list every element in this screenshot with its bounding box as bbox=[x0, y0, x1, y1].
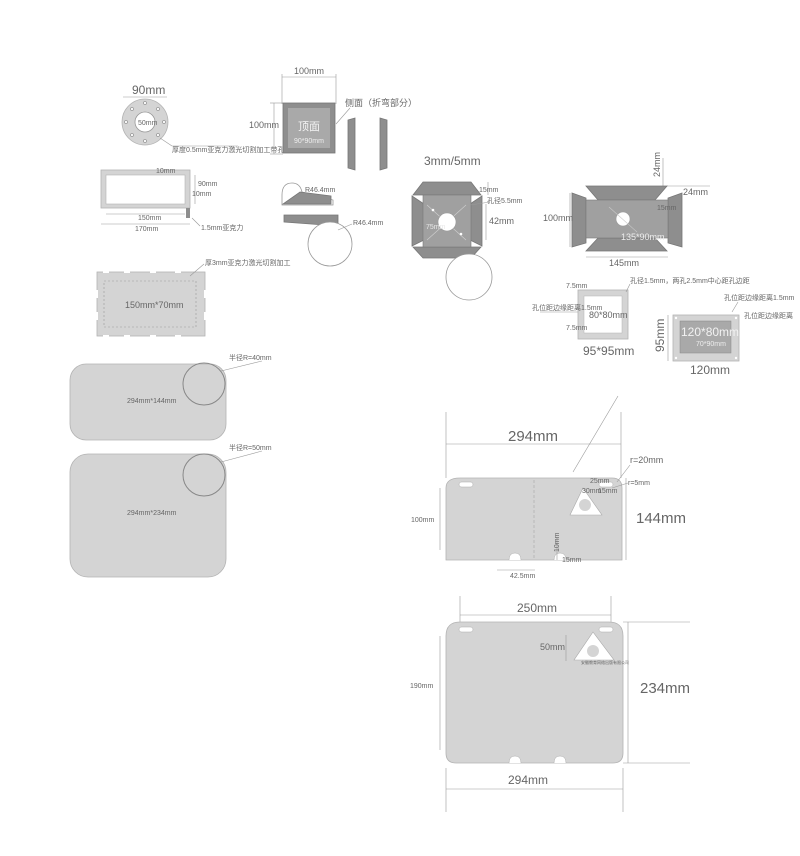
box4-side-small: 15mm bbox=[657, 205, 677, 212]
frame170-drawing: 10mm 90mm 10mm 150mm 170mm 1.5mm亚克力 bbox=[100, 168, 243, 233]
top-face-size: 90*90mm bbox=[294, 138, 324, 145]
card1-panel bbox=[69, 363, 227, 441]
card2-radius-note: 半径R=50mm bbox=[229, 443, 272, 452]
ring-outer-label: 90mm bbox=[132, 83, 165, 97]
frame170-note: 1.5mm亚克力 bbox=[201, 223, 243, 232]
big2-logo-text: 安徽教育网络出版有限公司 bbox=[581, 659, 629, 665]
frame95-note-top: 孔径1.5mm，两孔2.5mm中心距孔边距 bbox=[630, 276, 750, 285]
frame120-height: 95mm bbox=[653, 319, 667, 352]
ring-inner-label: 50mm bbox=[138, 120, 158, 127]
big1-small-dim-b: 30mm bbox=[582, 488, 602, 495]
box3-flap-left bbox=[411, 195, 425, 247]
frame170-inner-w: 150mm bbox=[138, 215, 162, 222]
big1-r-corner: r=20mm bbox=[630, 455, 663, 465]
big2-drawing: 250mm 安徽教育网络出版有限公司 50mm 190mm 234mm 294m… bbox=[410, 596, 690, 812]
top-face-side-label: 侧面（折弯部分） bbox=[345, 97, 417, 108]
frame120-note-side: 孔位距边缘距离 bbox=[744, 311, 793, 320]
big2-height: 234mm bbox=[640, 680, 690, 697]
box4-flap-top-part bbox=[585, 185, 668, 201]
top-face-name: 顶面 bbox=[298, 120, 320, 133]
top-face-drawing: 100mm 100mm 顶面 90*90mm 侧面（折弯部分） bbox=[249, 66, 417, 171]
frame170-inner bbox=[105, 174, 186, 205]
big2-bottom-width: 294mm bbox=[508, 773, 548, 787]
frame95-inner: 80*80mm bbox=[589, 310, 628, 320]
card2-size: 294mm*234mm bbox=[127, 510, 177, 517]
frame120-width: 120mm bbox=[690, 363, 730, 377]
big1-height: 144mm bbox=[636, 510, 686, 527]
panel150-drawing: 150mm*70mm 厚3mm亚克力激光切割加工 bbox=[93, 258, 291, 340]
box3-side-top: 15mm bbox=[479, 187, 499, 194]
frame120-inner: 120*80mm bbox=[681, 325, 739, 339]
top-face-inner bbox=[288, 108, 330, 148]
card2-drawing: 294mm*234mm 半径R=50mm bbox=[69, 443, 272, 578]
card1-radius-circle bbox=[182, 362, 226, 406]
ring-inner bbox=[134, 111, 156, 133]
panel150-note: 厚3mm亚克力激光切割加工 bbox=[205, 258, 291, 267]
frame170-outer-w: 170mm bbox=[135, 226, 159, 233]
box3-inner: 75mm bbox=[426, 224, 446, 231]
big1-r-small: r=5mm bbox=[628, 480, 650, 487]
frame95-drawing: 80*80mm 7.5mm 7.5mm 孔径1.5mm，两孔2.5mm中心距孔边… bbox=[532, 276, 750, 358]
arc-parts-drawing: R46.4mm R46.4mm bbox=[281, 182, 384, 267]
big1-gap: 10mm bbox=[554, 532, 561, 552]
card1-drawing: 294mm*144mm 半径R=40mm bbox=[69, 353, 272, 441]
big1-drawing: 294mm 25mm 30mm 15mm r=20mm r=5mm 144mm … bbox=[411, 395, 686, 580]
box4-drawing: 24mm 24mm 135*90mm 15mm 100mm 145mm bbox=[543, 152, 710, 268]
big1-small-dim-a: 25mm bbox=[590, 478, 610, 485]
top-face-width: 100mm bbox=[294, 66, 324, 76]
box3-hole: 孔径5.5mm bbox=[487, 196, 523, 205]
big1-small-dim-c: 15mm bbox=[598, 488, 618, 495]
big2-logo-h: 50mm bbox=[540, 642, 565, 652]
side-strip-right bbox=[379, 117, 388, 171]
ring-drawing: 90mm 50mm 厚度0.5mm亚克力激光切割加工带孔 bbox=[121, 83, 284, 154]
card1-size: 294mm*144mm bbox=[127, 398, 177, 405]
side-strip-left bbox=[347, 117, 356, 171]
frame170-inner-h: 90mm bbox=[198, 181, 218, 188]
frame120-drawing: 120*80mm 70*90mm 孔位距边缘距离1.5mm 孔位距边缘距离 95… bbox=[653, 293, 795, 377]
box3-thickness: 3mm/5mm bbox=[424, 154, 481, 168]
ring-note: 厚度0.5mm亚克力激光切割加工带孔 bbox=[172, 145, 284, 154]
panel150-size: 150mm*70mm bbox=[125, 300, 184, 310]
frame95-outer-label: 95*95mm bbox=[583, 344, 634, 358]
box4-flap-side: 24mm bbox=[683, 187, 708, 197]
box3-drawing: 3mm/5mm 75mm 15mm 孔径5.5mm 42mm bbox=[411, 154, 523, 301]
big1-inner-h: 100mm bbox=[411, 517, 435, 524]
card1-radius-note: 半径R=40mm bbox=[229, 353, 272, 362]
box3-flap-top bbox=[412, 181, 482, 196]
frame170-top-label: 10mm bbox=[156, 168, 176, 175]
frame95-note-side: 孔位距边缘距离1.5mm bbox=[532, 303, 603, 312]
arc-label-b: R46.4mm bbox=[353, 220, 384, 227]
box4-flap-top: 24mm bbox=[652, 152, 662, 177]
frame170-side-label: 10mm bbox=[192, 191, 212, 198]
box3-side-bottom: 42mm bbox=[489, 216, 514, 226]
big1-offset: 42.5mm bbox=[510, 573, 535, 580]
card2-panel bbox=[69, 453, 227, 578]
card2-radius-circle bbox=[182, 453, 226, 497]
frame95-edge-side: 7.5mm bbox=[566, 325, 588, 332]
top-face-height: 100mm bbox=[249, 120, 279, 130]
box4-height: 100mm bbox=[543, 213, 573, 223]
box4-width: 145mm bbox=[609, 258, 639, 268]
big2-inner-h: 190mm bbox=[410, 683, 434, 690]
frame95-edge-top: 7.5mm bbox=[566, 283, 588, 290]
big1-width: 294mm bbox=[508, 428, 558, 445]
frame120-sub: 70*90mm bbox=[696, 341, 726, 348]
big2-top-width: 250mm bbox=[517, 601, 557, 615]
big1-notch: 15mm bbox=[562, 557, 582, 564]
frame120-note-top: 孔位距边缘距离1.5mm bbox=[724, 293, 795, 302]
box4-inner: 135*90mm bbox=[621, 232, 665, 242]
arc-label-a: R46.4mm bbox=[305, 187, 336, 194]
